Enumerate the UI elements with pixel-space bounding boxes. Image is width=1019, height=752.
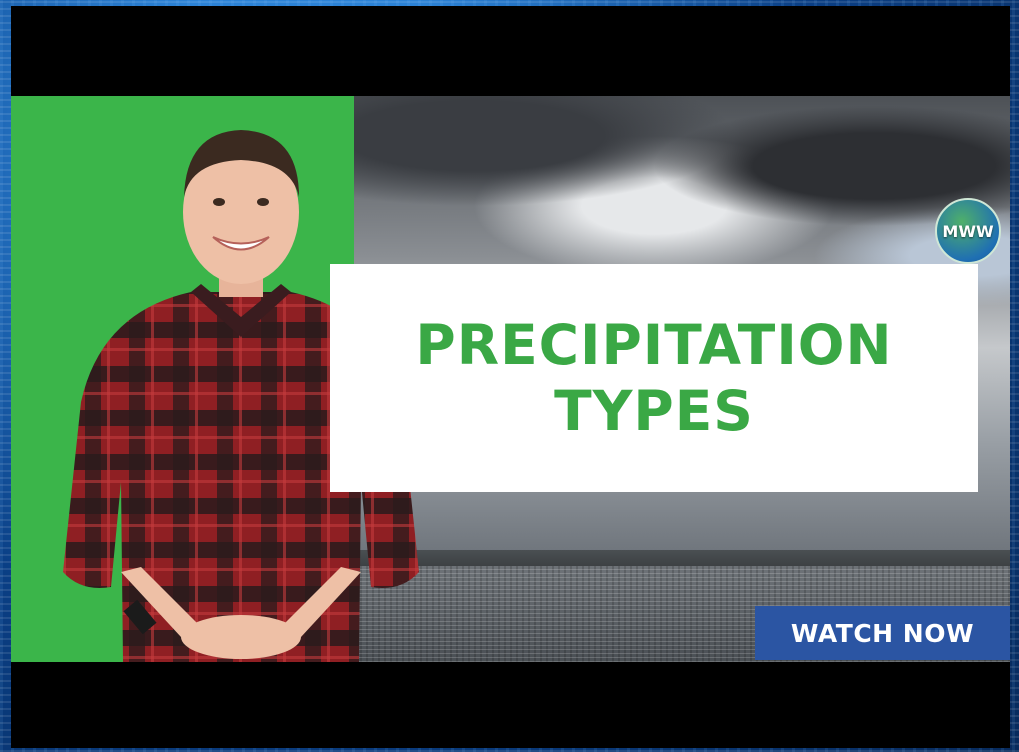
watch-now-button[interactable]: WATCH NOW (755, 606, 1010, 660)
title-line-1: PRECIPITATION (415, 313, 893, 377)
logo-text: MWW (942, 221, 994, 241)
mww-logo: MWW (935, 198, 1001, 264)
thumbnail-image: PRECIPITATION TYPES MWW WATCH NOW (11, 96, 1010, 662)
title-line-2: TYPES (554, 379, 754, 443)
title-card: PRECIPITATION TYPES (330, 264, 978, 492)
video-thumbnail-frame[interactable]: PRECIPITATION TYPES MWW WATCH NOW (11, 6, 1010, 748)
horizon-line (354, 550, 1010, 568)
